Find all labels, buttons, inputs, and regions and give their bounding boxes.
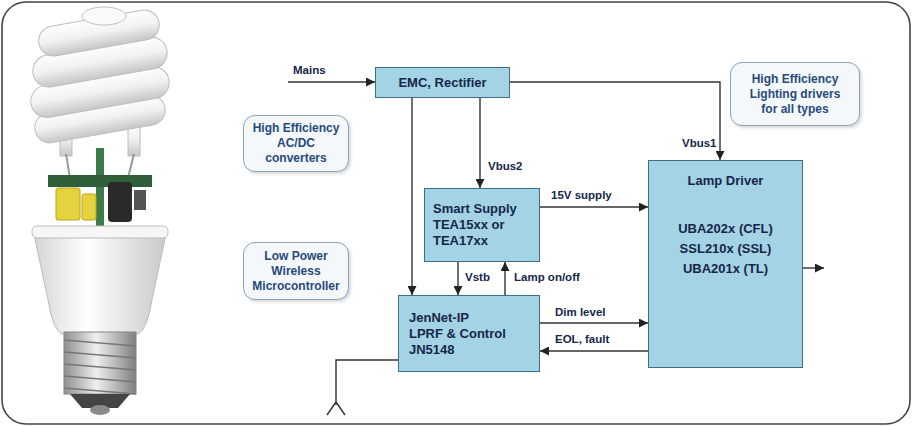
base-contact: [90, 405, 110, 415]
wire: [66, 154, 70, 178]
feature-callout: High Efficiency Lighting drivers for all…: [730, 62, 860, 126]
process-box: Smart Supply TEA15xx or TEA17xx: [424, 188, 540, 262]
signal-label: Vstb: [463, 271, 492, 284]
signal-connector: [457, 262, 458, 295]
box-heading: Lamp Driver: [688, 173, 764, 189]
process-box: Lamp DriverUBA202x (CFL) SSL210x (SSL) U…: [648, 160, 803, 368]
electrolytic-capacitor: [108, 182, 132, 222]
signal-connector: [540, 350, 648, 351]
signal-label: Vbus2: [486, 160, 525, 173]
signal-label: Mains: [291, 64, 328, 77]
signal-label: 15V supply: [549, 189, 614, 202]
signal-connector: [540, 322, 648, 323]
circuit-board: [48, 175, 152, 187]
antenna-symbol: [327, 402, 345, 415]
box-text: Low Power Wireless Microcontroller: [252, 249, 339, 294]
feature-callout: Low Power Wireless Microcontroller: [243, 242, 349, 300]
process-box: EMC, Rectifier: [375, 67, 510, 98]
wire: [128, 154, 134, 178]
feature-callout: High Efficiency AC/DC converters: [243, 115, 349, 172]
box-text: High Efficiency AC/DC converters: [253, 121, 340, 166]
box-text: UBA202x (CFL) SSL210x (SSL) UBA201x (TL): [678, 219, 773, 279]
spiral-cap: [82, 7, 126, 25]
output-arrow: [803, 267, 824, 268]
signal-connector: [411, 98, 412, 295]
spiral-tube: [36, 8, 161, 59]
capacitor: [82, 194, 96, 220]
box-text: Smart Supply TEA15xx or TEA17xx: [433, 201, 517, 249]
screw-base: [64, 332, 136, 394]
housing-rim: [32, 226, 168, 238]
signal-label: Dim level: [553, 306, 608, 319]
circuit-board: [96, 148, 104, 232]
signal-connector: [479, 98, 480, 188]
screw-thread: [64, 340, 136, 394]
signal-label: Lamp on/off: [512, 271, 582, 284]
signal-connector: [540, 206, 648, 207]
mains-arrow: [288, 81, 375, 82]
component: [134, 190, 146, 210]
signal-label: Vbus1: [680, 137, 719, 150]
capacitor: [56, 188, 80, 220]
box-text: JenNet-IP LPRF & Control JN5148: [409, 310, 506, 358]
box-text: EMC, Rectifier: [398, 75, 486, 91]
signal-label: EOL, fault: [553, 333, 611, 346]
cfl-bulb: [28, 7, 171, 415]
signal-connector: [504, 262, 505, 295]
signal-connector: [510, 82, 720, 160]
process-box: JenNet-IP LPRF & Control JN5148: [398, 295, 540, 372]
box-text: High Efficiency Lighting drivers for all…: [750, 72, 841, 117]
plastic-housing: [34, 234, 166, 334]
antenna-wire: [336, 360, 398, 405]
